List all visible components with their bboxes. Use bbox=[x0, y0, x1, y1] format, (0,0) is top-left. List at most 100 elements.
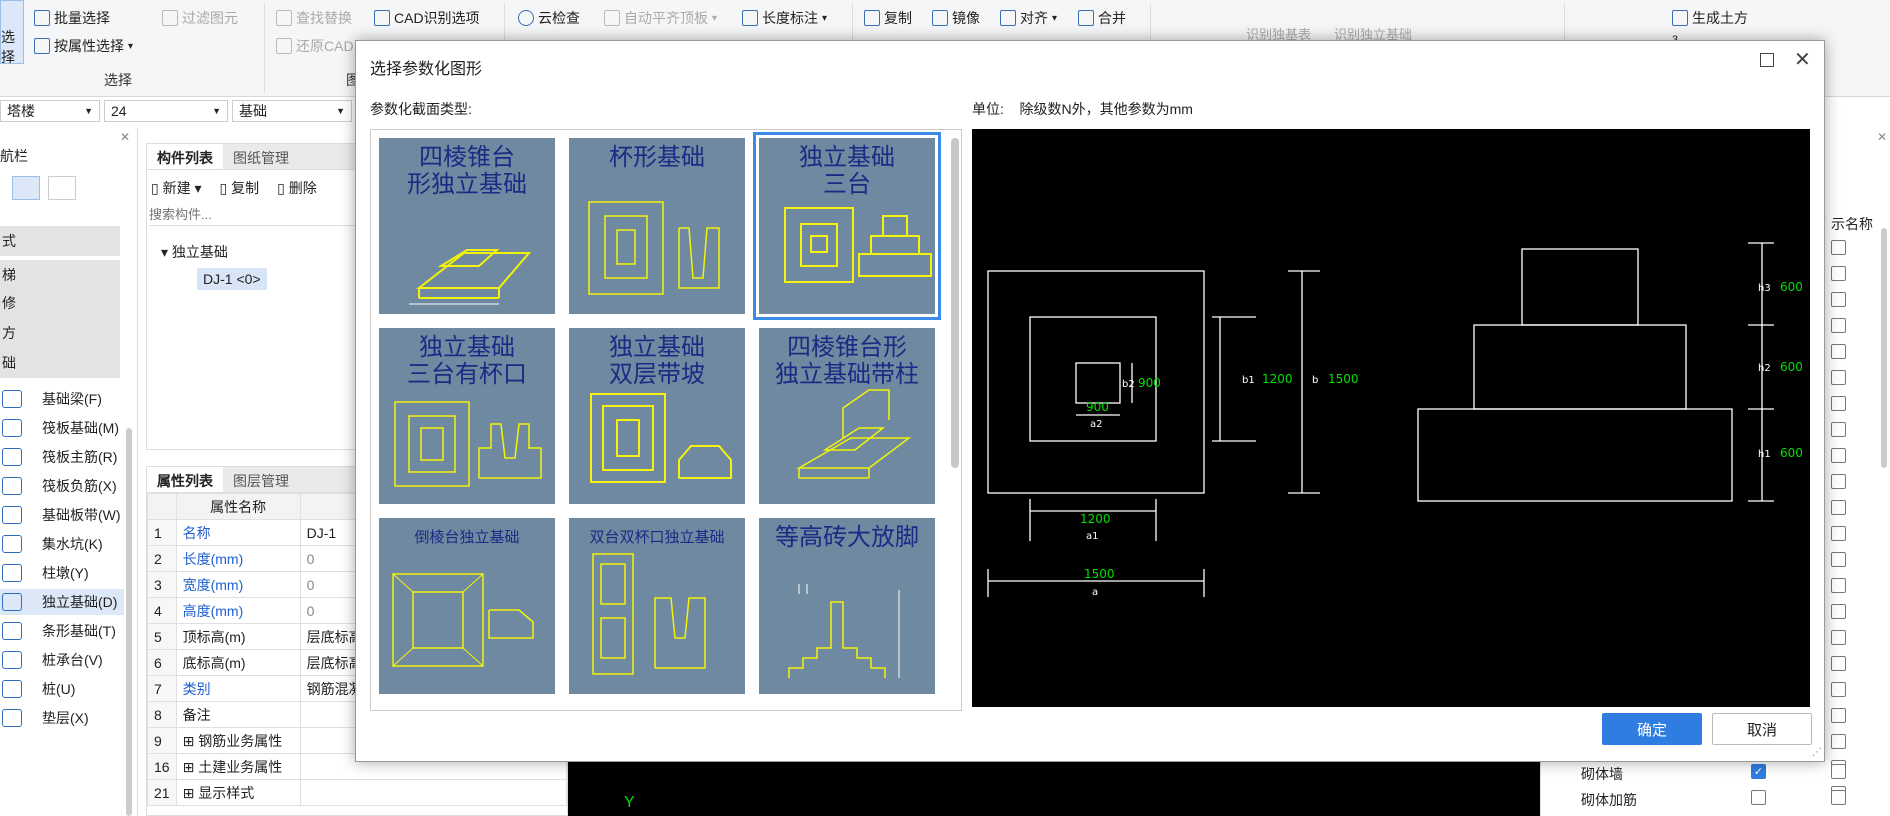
new-button[interactable]: ▯ 新建 ▾ bbox=[151, 180, 202, 196]
expand-icon[interactable]: ⊞ bbox=[182, 732, 199, 749]
tree-item[interactable]: DJ-1 <0> bbox=[197, 268, 267, 290]
maximize-icon[interactable] bbox=[1760, 53, 1774, 67]
checkbox[interactable] bbox=[1831, 500, 1846, 515]
checkbox[interactable] bbox=[1831, 292, 1846, 307]
checkbox[interactable] bbox=[1751, 790, 1766, 805]
property-value[interactable] bbox=[299, 779, 568, 806]
restore-cad-button[interactable]: 还原CAD bbox=[276, 36, 354, 56]
checkbox[interactable] bbox=[1831, 422, 1846, 437]
nav-item[interactable]: 柱墩(Y) bbox=[0, 560, 124, 586]
shape-thumbnail[interactable]: 四棱锥台形独立基础带柱 bbox=[759, 328, 935, 504]
checkbox[interactable] bbox=[1831, 266, 1846, 281]
checkbox[interactable] bbox=[1831, 708, 1846, 723]
nav-item[interactable]: 筏板负筋(X) bbox=[0, 473, 124, 499]
recognize-foundation-button[interactable]: 识别独立基础 bbox=[1334, 27, 1413, 42]
floor-select[interactable]: 塔楼▼ bbox=[0, 100, 100, 122]
tab-drawing-management[interactable]: 图纸管理 bbox=[233, 150, 289, 166]
dim-label: h3 bbox=[1758, 283, 1771, 294]
cloud-check-button[interactable]: 云检查 bbox=[518, 8, 580, 28]
nav-group[interactable]: 方 bbox=[0, 318, 120, 348]
checkbox[interactable] bbox=[1831, 552, 1846, 567]
copy-component-button[interactable]: ▯ 复制 bbox=[219, 180, 260, 196]
checkbox[interactable] bbox=[1831, 344, 1846, 359]
right-panel-scrollbar[interactable] bbox=[1881, 228, 1887, 468]
shape-thumbnail[interactable]: 独立基础双层带坡 bbox=[569, 328, 745, 504]
nav-scrollbar[interactable] bbox=[126, 428, 132, 816]
shape-thumbnail[interactable]: 杯形基础 bbox=[569, 138, 745, 314]
nav-group[interactable]: 修 bbox=[0, 288, 120, 318]
checkbox[interactable] bbox=[1831, 240, 1846, 255]
nav-item[interactable]: 垫层(X) bbox=[0, 705, 124, 731]
tree-root[interactable]: ▾ 独立基础 bbox=[161, 244, 228, 260]
close-icon[interactable]: ✕ bbox=[1877, 130, 1888, 144]
checkbox[interactable] bbox=[1831, 630, 1846, 645]
level-select[interactable]: 24▼ bbox=[104, 100, 228, 122]
resize-grip-icon[interactable]: ⋰ bbox=[1812, 747, 1822, 758]
nav-item[interactable]: 筏板基础(M) bbox=[0, 415, 124, 441]
tab-layer-management[interactable]: 图层管理 bbox=[233, 473, 289, 489]
checkbox[interactable] bbox=[1831, 578, 1846, 593]
expand-icon[interactable]: ⊞ bbox=[182, 784, 199, 801]
nav-item[interactable]: 独立基础(D) bbox=[0, 589, 124, 615]
detail-view-icon[interactable] bbox=[48, 176, 76, 200]
shape-thumbnail[interactable]: 独立基础三台有杯口 bbox=[379, 328, 555, 504]
checkbox[interactable] bbox=[1831, 790, 1846, 805]
list-view-icon[interactable] bbox=[12, 176, 40, 200]
checkbox[interactable] bbox=[1831, 656, 1846, 671]
close-icon[interactable]: ✕ bbox=[120, 130, 131, 144]
drawing-canvas[interactable]: Y bbox=[568, 760, 1540, 816]
dim-value: 1200 bbox=[1262, 372, 1293, 386]
table-row[interactable]: 21⊞ 显示样式 bbox=[147, 779, 568, 806]
delete-button[interactable]: ▯ 删除 bbox=[277, 180, 317, 196]
filter-elements-button[interactable]: 过滤图元 bbox=[162, 8, 238, 28]
shape-thumbnail[interactable]: 双台双杯口独立基础 bbox=[569, 518, 745, 694]
checkbox[interactable] bbox=[1831, 764, 1846, 779]
gallery-scrollbar[interactable] bbox=[951, 138, 959, 468]
shape-thumbnail[interactable]: 倒棱台独立基础 bbox=[379, 518, 555, 694]
type-select[interactable]: 基础▼ bbox=[232, 100, 352, 122]
length-dim-button[interactable]: 长度标注▾ bbox=[742, 8, 827, 28]
recognize-table-button[interactable]: 识别独基表 bbox=[1246, 27, 1312, 42]
checkbox[interactable] bbox=[1831, 370, 1846, 385]
nav-item[interactable]: 基础板带(W) bbox=[0, 502, 124, 528]
checkbox[interactable] bbox=[1831, 734, 1846, 749]
checkbox[interactable] bbox=[1831, 318, 1846, 333]
checkbox[interactable] bbox=[1831, 604, 1846, 619]
shape-thumbnail[interactable]: 等高砖大放脚 bbox=[759, 518, 935, 694]
batch-select-button[interactable]: 批量选择 bbox=[34, 8, 110, 28]
checkbox[interactable] bbox=[1831, 396, 1846, 411]
nav-item[interactable]: 集水坑(K) bbox=[0, 531, 124, 557]
align-button[interactable]: 对齐▾ bbox=[1000, 8, 1057, 28]
nav-item[interactable]: 条形基础(T) bbox=[0, 618, 124, 644]
auto-align-button[interactable]: 自动平齐顶板▾ bbox=[604, 8, 717, 28]
checkbox[interactable] bbox=[1831, 448, 1846, 463]
checkbox[interactable]: ✓ bbox=[1751, 764, 1766, 779]
nav-item[interactable]: 基础梁(F) bbox=[0, 386, 124, 412]
expand-icon[interactable]: ⊞ bbox=[182, 758, 199, 775]
nav-group[interactable]: 础 bbox=[0, 348, 120, 378]
copy-button[interactable]: 复制 bbox=[864, 8, 912, 28]
checkbox[interactable] bbox=[1831, 682, 1846, 697]
merge-button[interactable]: 合并 bbox=[1078, 8, 1126, 28]
mirror-button[interactable]: 镜像 bbox=[932, 8, 980, 28]
tab-component-list[interactable]: 构件列表 bbox=[147, 144, 223, 169]
cad-recognize-options-button[interactable]: CAD识别选项 bbox=[374, 8, 480, 28]
align-icon bbox=[1000, 10, 1016, 26]
shape-thumbnail[interactable]: 四棱锥台形独立基础 bbox=[379, 138, 555, 314]
select-by-attr-button[interactable]: 按属性选择▾ bbox=[34, 36, 133, 56]
ok-button[interactable]: 确定 bbox=[1602, 713, 1702, 745]
nav-item[interactable]: 桩(U) bbox=[0, 676, 124, 702]
cancel-button[interactable]: 取消 bbox=[1712, 713, 1812, 745]
nav-item[interactable]: 桩承台(V) bbox=[0, 647, 124, 673]
close-icon[interactable]: ✕ bbox=[1794, 49, 1811, 71]
checkbox[interactable] bbox=[1831, 526, 1846, 541]
tab-property-list[interactable]: 属性列表 bbox=[147, 467, 223, 492]
nav-group[interactable]: 梯 bbox=[0, 260, 120, 290]
shape-thumbnail[interactable]: 独立基础三台 bbox=[753, 132, 941, 320]
gen-earthwork-button[interactable]: 生成土方 bbox=[1672, 8, 1748, 28]
select-button[interactable]: 选择 bbox=[0, 0, 24, 65]
find-replace-button[interactable]: 查找替换 bbox=[276, 8, 352, 28]
checkbox[interactable] bbox=[1831, 474, 1846, 489]
nav-group[interactable]: 式 bbox=[0, 226, 120, 256]
nav-item[interactable]: 筏板主筋(R) bbox=[0, 444, 124, 470]
